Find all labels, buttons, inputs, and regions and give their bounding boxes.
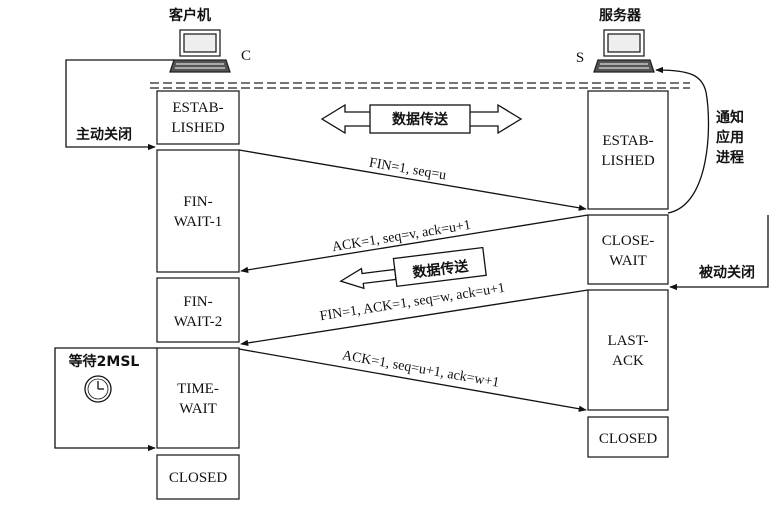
data-transfer-double-arrow bbox=[320, 103, 523, 135]
server-state-established-box bbox=[587, 90, 669, 210]
client-state-fin-wait-2-a: FIN- bbox=[183, 294, 212, 310]
passive-close-label: 被动关闭 bbox=[699, 264, 755, 281]
active-close-arrow bbox=[65, 59, 174, 151]
ack-arrow-2 bbox=[238, 348, 587, 412]
client-state-time-wait-a: TIME- bbox=[177, 381, 219, 397]
client-state-established-2: LISHED bbox=[171, 120, 224, 136]
notify-app-label-1: 通知 bbox=[716, 109, 744, 126]
notify-app-label-3: 进程 bbox=[716, 150, 744, 166]
notify-app-arrow bbox=[655, 66, 710, 214]
msg-ack-2: ACK=1, seq=u+1, ack=w+1 bbox=[341, 348, 500, 390]
server-letter: S bbox=[576, 50, 584, 66]
client-state-fin-wait-1-box bbox=[156, 149, 240, 273]
data-transfer-left-arrow bbox=[339, 246, 487, 290]
wait-2msl-label: 等待2MSL bbox=[69, 353, 140, 370]
server-state-close-wait-box bbox=[587, 214, 669, 285]
active-close-label: 主动关闭 bbox=[76, 126, 132, 143]
client-state-time-wait-box bbox=[156, 347, 240, 449]
client-state-established-box bbox=[156, 90, 240, 145]
server-state-close-wait-a: CLOSE- bbox=[602, 233, 655, 249]
client-state-time-wait-b: WAIT bbox=[179, 401, 217, 417]
server-state-closed: CLOSED bbox=[599, 431, 658, 447]
server-state-closed-box bbox=[587, 416, 669, 458]
data-transfer-label-2: 数据传送 bbox=[412, 258, 471, 282]
wait-2msl-bracket bbox=[54, 347, 157, 452]
passive-close-arrow bbox=[669, 215, 769, 291]
client-state-fin-wait-1-a: FIN- bbox=[183, 194, 212, 210]
fin-arrow-1 bbox=[238, 149, 587, 211]
server-state-established-1: ESTAB- bbox=[602, 133, 653, 149]
server-state-established-2: LISHED bbox=[601, 153, 654, 169]
client-state-fin-wait-2-box bbox=[156, 277, 240, 343]
server-state-last-ack-a: LAST- bbox=[607, 333, 648, 349]
server-state-last-ack-box bbox=[587, 289, 669, 411]
client-computer-icon bbox=[169, 29, 231, 73]
ack-arrow-1 bbox=[240, 214, 589, 274]
client-title: 客户机 bbox=[168, 7, 211, 24]
server-title: 服务器 bbox=[599, 7, 642, 24]
client-state-fin-wait-2-b: WAIT-2 bbox=[174, 314, 223, 330]
client-state-established-1: ESTAB- bbox=[172, 100, 223, 116]
server-state-last-ack-b: ACK bbox=[612, 353, 644, 369]
client-state-closed: CLOSED bbox=[169, 470, 228, 486]
notify-app-label-2: 应用 bbox=[716, 129, 744, 146]
server-state-close-wait-b: WAIT bbox=[609, 253, 647, 269]
client-state-closed-box bbox=[156, 454, 240, 500]
clock-icon bbox=[84, 375, 112, 403]
data-transfer-label-1: 数据传送 bbox=[392, 111, 449, 128]
fin-ack-arrow bbox=[240, 289, 589, 347]
client-state-fin-wait-1-b: WAIT-1 bbox=[174, 214, 223, 230]
server-computer-icon bbox=[593, 29, 655, 73]
client-letter: C bbox=[241, 48, 251, 64]
